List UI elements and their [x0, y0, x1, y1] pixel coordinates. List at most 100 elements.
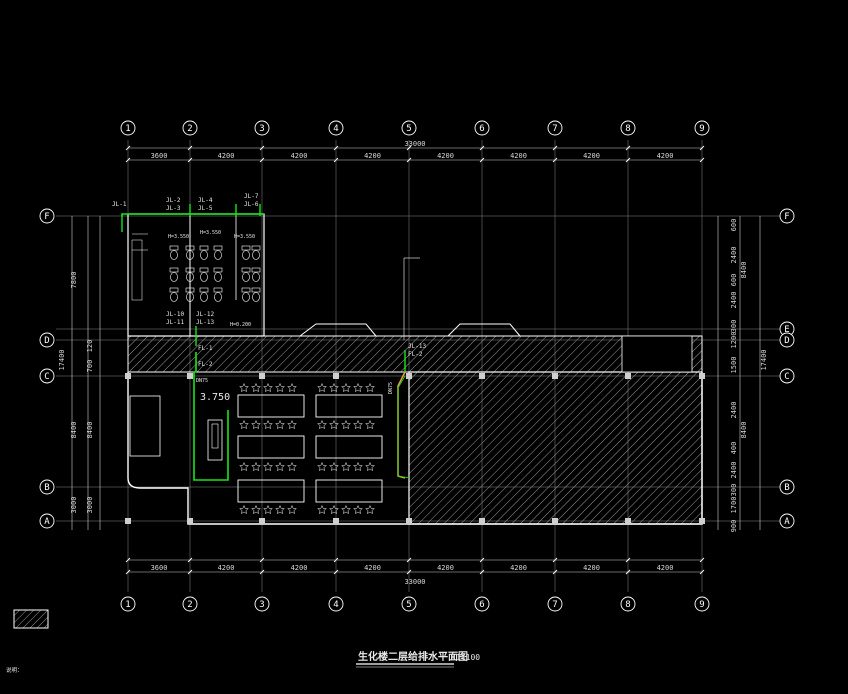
dim-span-top: 4200	[218, 152, 235, 160]
axis-label: A	[784, 517, 790, 527]
axis-label: 1	[125, 124, 130, 134]
dim-left-in-3: 8400	[86, 422, 94, 439]
axis-label: 3	[259, 124, 264, 134]
roof-bump-1	[299, 323, 377, 337]
axis-bubble-row-D-right: D	[779, 332, 795, 348]
column	[552, 373, 558, 379]
toilet-fixture	[185, 267, 195, 282]
axis-bubble-row-E-right: E	[779, 321, 795, 337]
dimension-lines: 3300033000360036004200420042004200420042…	[58, 140, 768, 586]
axis-bubble-col-7-bottom: 7	[547, 596, 563, 612]
axis-label: 2	[187, 600, 192, 610]
dim-span-top: 4200	[364, 152, 381, 160]
axis-bubble-col-9-top: 9	[694, 120, 710, 136]
riser-label-jl4: JL-4	[198, 197, 213, 204]
dim-right-in: 600	[730, 219, 738, 232]
axis-bubble-col-3-bottom: 3	[254, 596, 270, 612]
riser-label-jl11: JL-11	[166, 319, 184, 326]
toilet-fixture	[169, 267, 179, 282]
elev-label-4: H=0.200	[230, 322, 251, 328]
axis-label: 9	[699, 600, 704, 610]
fume-hood	[207, 419, 223, 461]
axis-bubble-row-A-right: A	[779, 513, 795, 529]
lab-stool	[329, 461, 339, 472]
dim-span-bottom: 4200	[218, 564, 235, 572]
column	[333, 373, 339, 379]
lab-stool	[353, 382, 363, 393]
lab-stool	[239, 461, 249, 472]
lab-stool	[287, 382, 297, 393]
lab-stool	[329, 382, 339, 393]
axis-bubble-row-D-left: D	[39, 332, 55, 348]
lab-stool	[317, 461, 327, 472]
toilet-fixture	[185, 245, 195, 260]
lab-stool	[365, 461, 375, 472]
lab-stool	[341, 419, 351, 430]
dim-right-in: 2400	[730, 292, 738, 309]
dim-span-top: 4200	[437, 152, 454, 160]
lab-stool	[287, 419, 297, 430]
lab-bench	[315, 479, 383, 503]
axis-bubble-col-1-top: 1	[120, 120, 136, 136]
axis-label: C	[784, 372, 789, 382]
dim-right-in: 1500	[730, 357, 738, 374]
lab-stool	[275, 382, 285, 393]
elev-label-2: H=3.550	[200, 230, 221, 236]
water-pipes	[121, 204, 420, 481]
lab-bench	[315, 435, 383, 459]
riser-label-jl3: JL-3	[166, 205, 181, 212]
dim-span-bottom: 4200	[364, 564, 381, 572]
lab-stool	[263, 382, 273, 393]
lab-stool	[287, 504, 297, 515]
riser-label-fl-right: FL-2	[408, 351, 423, 358]
axis-label: 4	[333, 600, 338, 610]
axis-label: B	[784, 483, 789, 493]
lab-stool	[329, 419, 339, 430]
riser-label-jl10: JL-10	[166, 311, 184, 318]
dim-right-in: 600	[730, 274, 738, 287]
lab-stool	[263, 461, 273, 472]
fixtures	[131, 233, 261, 302]
axis-label: A	[44, 517, 50, 527]
building-outline	[127, 213, 703, 525]
axis-bubble-col-1-bottom: 1	[120, 596, 136, 612]
dim-left-in-1: 120	[86, 340, 94, 353]
axis-label: 8	[625, 124, 630, 134]
axis-bubble-row-C-left: C	[39, 368, 55, 384]
toilet-fixture	[241, 287, 251, 302]
toilet-fixture	[185, 287, 195, 302]
lab-stool	[251, 419, 261, 430]
axis-label: 5	[406, 124, 411, 134]
lab-bench	[237, 394, 305, 418]
axis-label: E	[784, 325, 789, 335]
title-block: 生化楼二层给排水平面图 1:100 说明：	[6, 650, 480, 674]
dim-left-1: 7800	[70, 272, 78, 289]
dim-right-in: 400	[730, 442, 738, 455]
dim-left-in-2: 700	[86, 360, 94, 373]
elev-label-3: H=3.550	[234, 234, 255, 240]
lab-stool	[365, 419, 375, 430]
dim-top-total: 33000	[404, 140, 425, 148]
pipe-size-2: DN75	[388, 382, 394, 394]
axis-bubble-col-8-top: 8	[620, 120, 636, 136]
dim-right-1: 8400	[740, 262, 748, 279]
lab-stool	[317, 382, 327, 393]
axis-label: 7	[552, 124, 557, 134]
lab-stool	[287, 461, 297, 472]
dim-span-bottom: 4200	[583, 564, 600, 572]
axis-label: 1	[125, 600, 130, 610]
riser-label-jl5: JL-5	[198, 205, 213, 212]
lab-stool	[353, 461, 363, 472]
dim-left-in-4: 3000	[86, 497, 94, 514]
lab-stool	[341, 382, 351, 393]
pipe-size-1: DN75	[196, 378, 208, 384]
lab-stool	[251, 461, 261, 472]
toilet-fixture	[251, 267, 261, 282]
toilet-fixture	[199, 267, 209, 282]
structural-columns	[125, 373, 705, 524]
lab-furniture	[207, 382, 383, 515]
lab-stool	[365, 504, 375, 515]
axis-bubble-row-F-right: F	[779, 208, 795, 224]
column	[699, 518, 705, 524]
toilet-fixture	[241, 245, 251, 260]
